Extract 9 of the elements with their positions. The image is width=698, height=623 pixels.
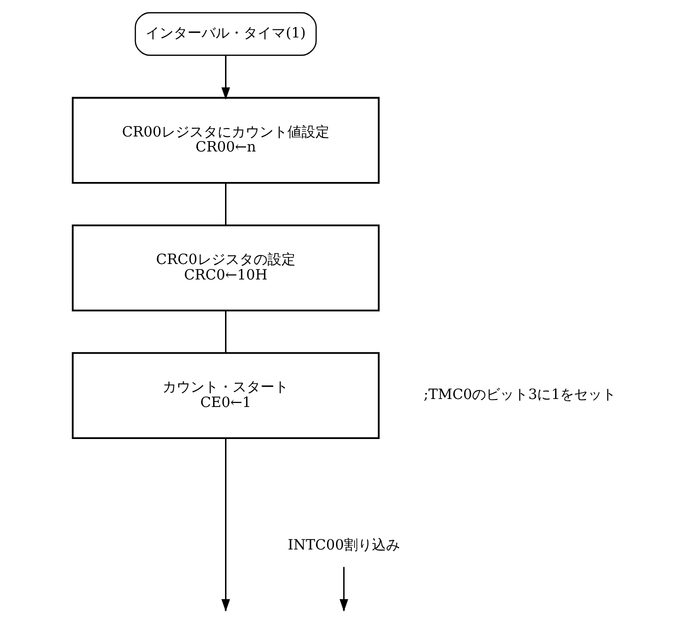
arrow — [220, 56, 230, 100]
node-box: カウント・スタート CE0←1 — [71, 352, 380, 439]
node-box: CR00レジスタにカウント値設定 CR00←n — [71, 96, 380, 184]
node-label: ;TMC0のビット3に1をセット — [423, 387, 616, 404]
connector — [224, 310, 226, 353]
connector — [224, 182, 226, 226]
node-box: インターバル・タイマ(1) — [134, 12, 316, 56]
node-box: CRC0レジスタの設定 CRC0←10H — [71, 224, 380, 312]
node-text: INTC00割り込み — [287, 537, 400, 554]
